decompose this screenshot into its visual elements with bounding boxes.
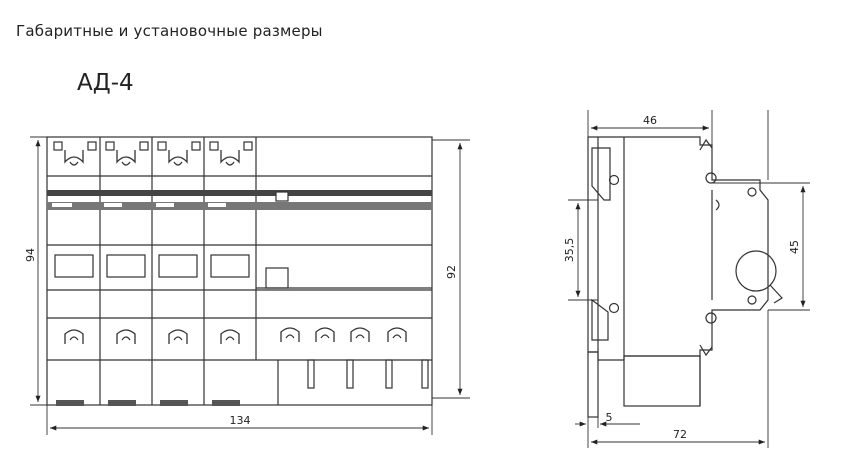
dim-46: 46 — [643, 114, 657, 127]
dim-5: 5 — [606, 411, 613, 424]
front-outline — [46, 136, 433, 406]
side-view — [587, 136, 783, 418]
dim-134: 134 — [230, 414, 251, 427]
page-title: Габаритные и установочные размеры — [16, 22, 323, 40]
dim-72: 72 — [673, 428, 687, 441]
front-dimensions — [30, 136, 470, 435]
side-dimensions — [568, 110, 810, 448]
side-outline — [587, 136, 769, 361]
dim-94: 94 — [24, 248, 37, 262]
front-view — [46, 136, 433, 406]
dim-92: 92 — [445, 265, 458, 279]
dim-45: 45 — [788, 240, 801, 254]
model-label: АД-4 — [77, 70, 134, 96]
dim-35-5: 35,5 — [563, 238, 576, 263]
